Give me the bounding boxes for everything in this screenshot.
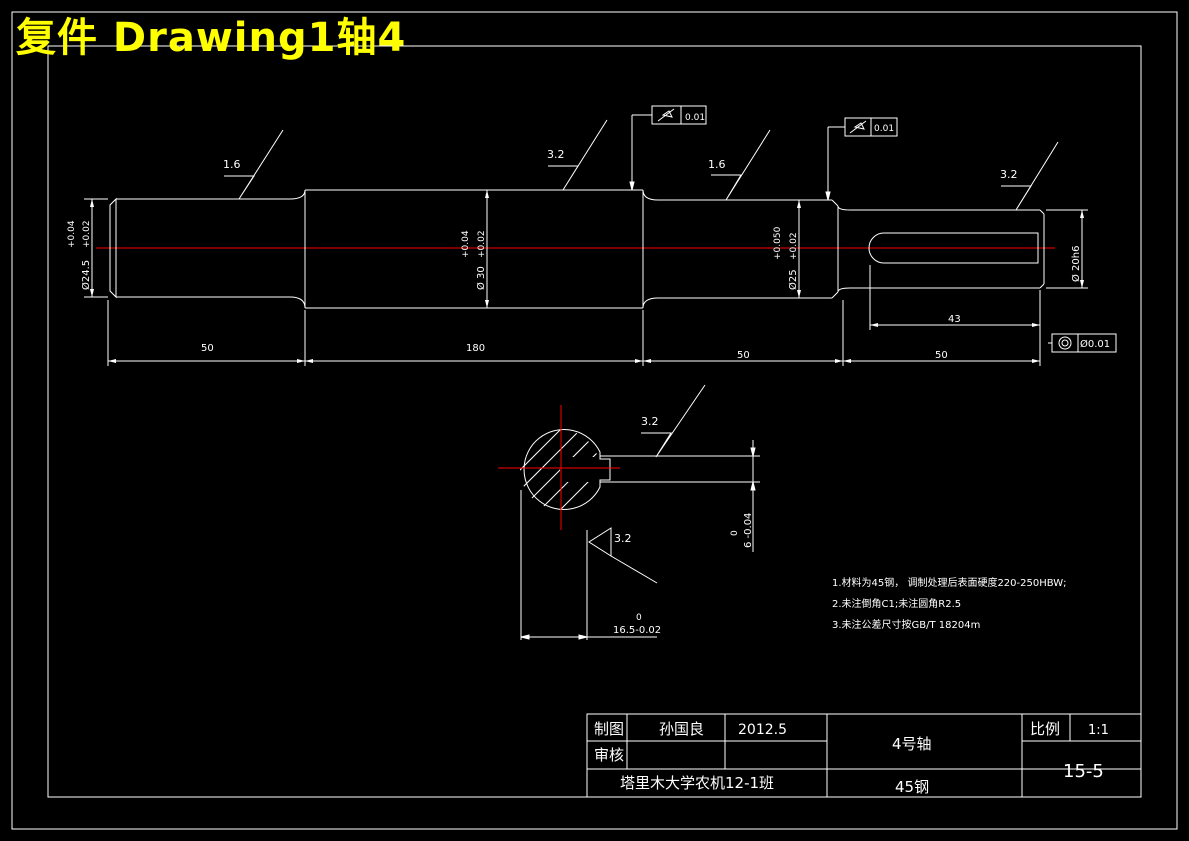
outer-border [11,11,1178,830]
diameter-dim-1-tol-low: +0.02 [82,220,92,248]
arrowheads [90,190,1084,363]
scale-label: 比例 [1030,720,1060,738]
length-dim-2: 180 [466,343,485,354]
runout-value-2: 0.01 [874,124,894,134]
drawn-by: 孙国良 [659,720,704,738]
diameter-dim-2-tol-low: +0.02 [477,230,487,258]
roughness-label-5: 3.2 [641,415,659,428]
diameter-dim-3: Ø25 [787,269,799,290]
note-2: 2.未注倒角C1;未注圆角R2.5 [832,597,961,610]
length-dim-4: 50 [935,350,948,361]
diameter-dim-1-tol-up: +0.04 [67,220,77,248]
diameter-dim-2: Ø 30 [475,266,487,290]
school-class: 塔里木大学农机12-1班 [620,774,774,792]
length-dim-1: 50 [201,343,214,354]
roughness-label-6: 3.2 [614,532,632,545]
diameter-dim-3-tol-up: +0.050 [773,226,783,260]
diameter-dim-4: Ø 20h6 [1070,246,1082,282]
coaxiality-value: Ø0.01 [1080,338,1110,350]
roughness-label-3: 1.6 [708,158,726,171]
shaft-outline [109,189,1045,309]
key-depth-dim: 16.5-0.02 [613,625,661,636]
check-label: 审核 [594,746,624,764]
window-title: 复件 Drawing1轴4 [16,15,407,61]
roughness-label-4: 3.2 [1000,168,1018,181]
drawing-number: 15-5 [1063,761,1104,782]
length-dim-3: 50 [737,350,750,361]
key-width-dim: 6 -0.04 [743,513,754,548]
key-depth-tol: 0 [636,613,642,623]
title-block [586,713,1142,798]
roughness-label-1: 1.6 [223,158,241,171]
drawn-label: 制图 [594,720,624,738]
diameter-dim-1: Ø24.5 [80,260,92,290]
roughness-symbols [224,119,1059,584]
section-view [520,429,760,640]
key-width-tol: 0 [730,530,740,536]
note-1: 1.材料为45钢， 调制处理后表面硬度220-250HBW; [832,576,1067,589]
diameter-dim-3-tol-low: +0.02 [789,232,799,260]
diameter-dim-2-tol-up: +0.04 [461,230,471,258]
runout-value-1: 0.01 [685,113,705,123]
part-name: 4号轴 [892,735,932,753]
material: 45钢 [895,778,929,796]
keyway-length-dim: 43 [948,314,961,325]
scale-value: 1:1 [1088,723,1109,738]
tolerance-frames [629,105,1117,353]
dimension-lines [84,190,1088,366]
note-3: 3.未注公差尺寸按GB/T 18204m [832,618,980,631]
inner-border [47,45,1142,798]
roughness-label-2: 3.2 [547,148,565,161]
drawing-date: 2012.5 [738,722,787,738]
